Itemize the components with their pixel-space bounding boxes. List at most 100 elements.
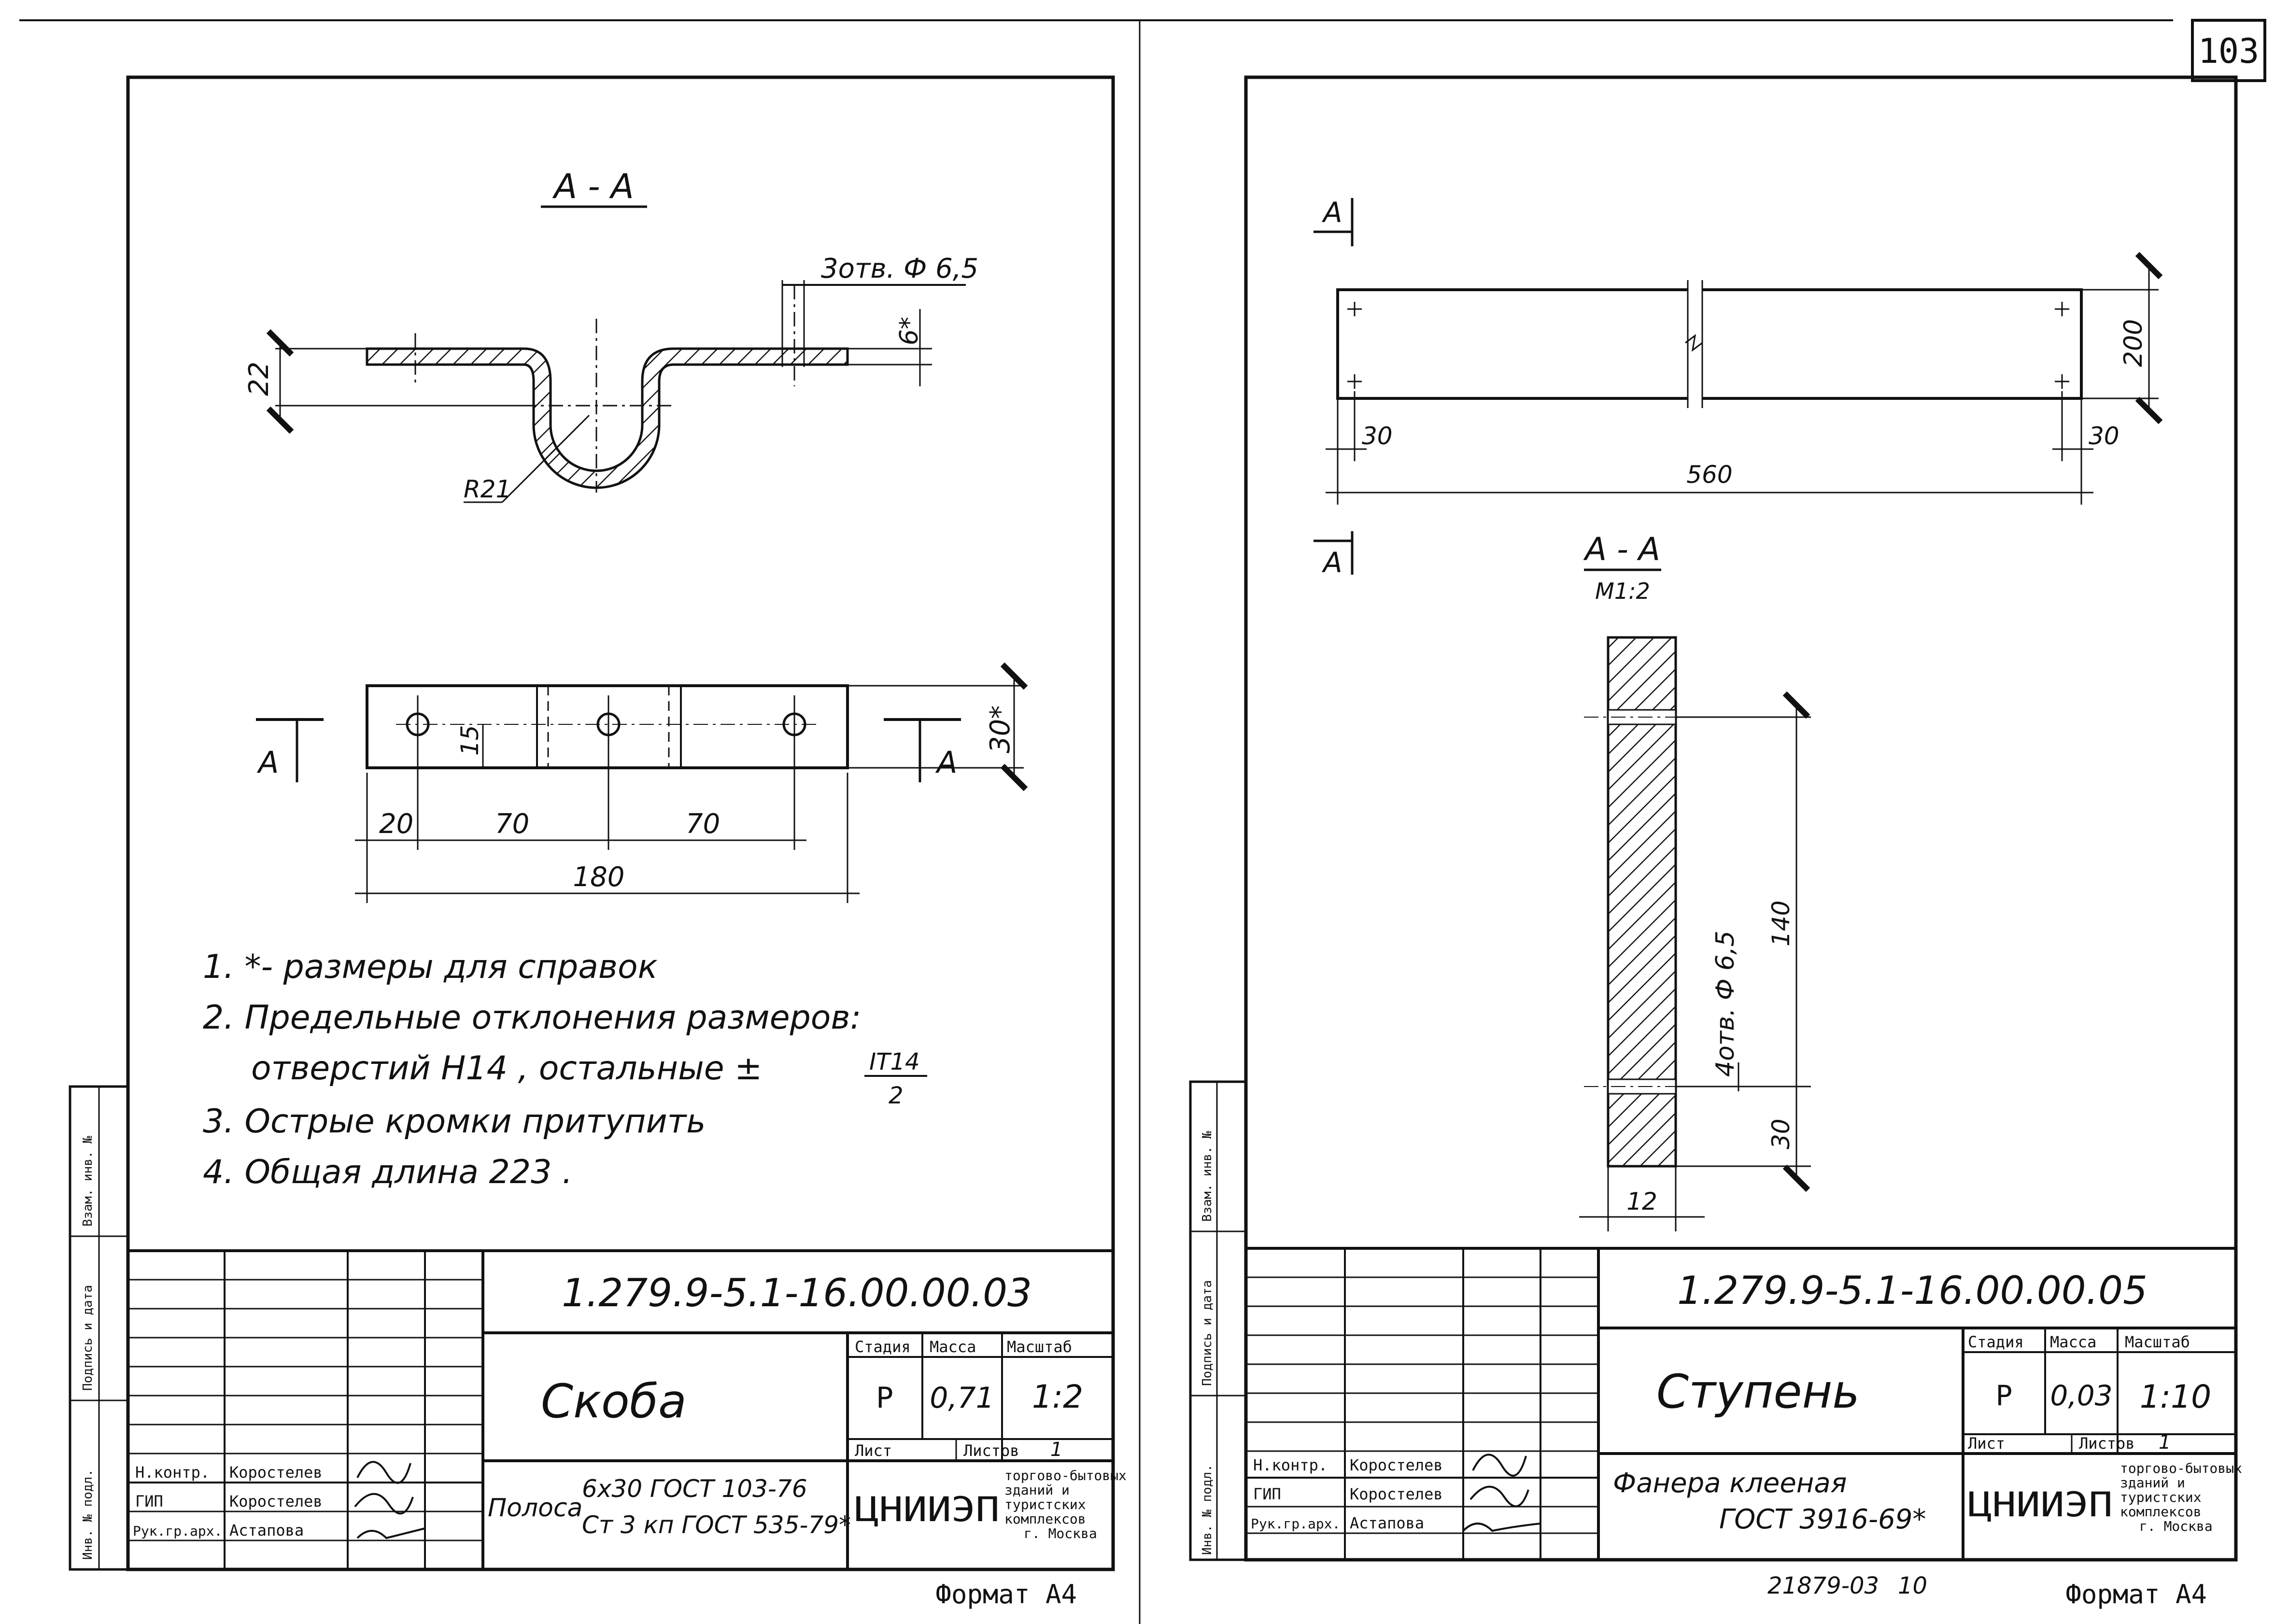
svg-text:Н.контр.: Н.контр. bbox=[1253, 1456, 1328, 1474]
svg-text:IT14: IT14 bbox=[869, 1048, 920, 1075]
step-section bbox=[1584, 636, 1700, 1168]
dim-140: 140 bbox=[1767, 901, 1795, 946]
svg-text:г. Москва: г. Москва bbox=[2139, 1518, 2213, 1534]
svg-text:Листов: Листов bbox=[963, 1441, 1019, 1460]
svg-text:2: 2 bbox=[889, 1082, 904, 1109]
svg-text:103: 103 bbox=[2198, 31, 2259, 71]
holes-note-right: 4отв. Ф 6,5 bbox=[1711, 931, 1740, 1077]
svg-text:Взам. инв. №: Взам. инв. № bbox=[81, 1136, 95, 1227]
archive-sheet: 10 bbox=[1898, 1572, 1927, 1599]
svg-text:Астапова: Астапова bbox=[1350, 1514, 1424, 1532]
dim-30: 30* bbox=[985, 706, 1016, 753]
dim-560: 560 bbox=[1686, 461, 1732, 489]
svg-text:туристских: туристских bbox=[1004, 1497, 1086, 1512]
part-name-right: Ступень bbox=[1656, 1365, 1860, 1419]
dim-12: 12 bbox=[1626, 1187, 1657, 1215]
dim-30a: 30 bbox=[1362, 422, 1393, 450]
part-name: Скоба bbox=[541, 1374, 687, 1428]
svg-text:Полоса: Полоса bbox=[488, 1494, 582, 1523]
notes: 1. *- размеры для справок 2. Предельные … bbox=[203, 948, 927, 1191]
svg-text:Масса: Масса bbox=[2050, 1333, 2096, 1351]
svg-text:Инв. № подл.: Инв. № подл. bbox=[1200, 1464, 1215, 1555]
cut-mark-top: А bbox=[1321, 196, 1342, 229]
format: Формат А4 bbox=[935, 1579, 1077, 1610]
svg-text:2. Предельные отклонения разме: 2. Предельные отклонения размеров: bbox=[203, 999, 861, 1037]
left-sheet: Взам. инв. № Подпись и дата Инв. № подл.… bbox=[69, 75, 1127, 1610]
holes-note: 3отв. Ф 6,5 bbox=[821, 253, 978, 284]
svg-text:Рук.гр.арх.: Рук.гр.арх. bbox=[1251, 1516, 1340, 1532]
svg-text:ГОСТ 3916-69*: ГОСТ 3916-69* bbox=[1719, 1504, 1926, 1535]
svg-text:3. Острые кромки притупить: 3. Острые кромки притупить bbox=[203, 1102, 706, 1141]
dim-6: 6* bbox=[895, 317, 924, 345]
dim-70a: 70 bbox=[495, 808, 529, 840]
dim-15: 15 bbox=[456, 725, 484, 756]
side-strip-right: Взам. инв. № Подпись и дата Инв. № подл. bbox=[1189, 1080, 1247, 1561]
svg-text:Инв. № подл.: Инв. № подл. bbox=[81, 1469, 95, 1560]
svg-text:Лист: Лист bbox=[1968, 1434, 2005, 1453]
mass: 0,71 bbox=[930, 1381, 994, 1415]
cut-mark-left: А bbox=[256, 745, 279, 780]
svg-text:Стадия: Стадия bbox=[855, 1338, 911, 1356]
svg-text:Фанера клееная: Фанера клееная bbox=[1613, 1468, 1847, 1499]
svg-text:комплексов: комплексов bbox=[2120, 1504, 2202, 1520]
step-plan bbox=[1336, 280, 2083, 408]
svg-text:ЦНИИЭП: ЦНИИЭП bbox=[1968, 1485, 2113, 1525]
svg-text:г. Москва: г. Москва bbox=[1024, 1525, 1097, 1541]
svg-text:Коростелев: Коростелев bbox=[229, 1463, 323, 1482]
svg-text:Рук.гр.арх.: Рук.гр.арх. bbox=[133, 1523, 222, 1539]
svg-text:Взам. инв. №: Взам. инв. № bbox=[1200, 1131, 1215, 1222]
svg-text:Стадия: Стадия bbox=[1968, 1333, 2024, 1351]
dim-180: 180 bbox=[573, 861, 625, 893]
side-strip-left: Взам. инв. № Подпись и дата Инв. № подл. bbox=[69, 1085, 129, 1571]
svg-text:ГИП: ГИП bbox=[135, 1492, 163, 1511]
svg-text:Коростелев: Коростелев bbox=[1350, 1456, 1443, 1474]
svg-text:4. Общая длина 223 .: 4. Общая длина 223 . bbox=[203, 1153, 573, 1191]
svg-text:6х30 ГОСТ 103-76: 6х30 ГОСТ 103-76 bbox=[582, 1475, 807, 1503]
dim-70b: 70 bbox=[686, 808, 720, 840]
svg-text:1: 1 bbox=[2159, 1431, 2171, 1454]
svg-text:Подпись и дата: Подпись и дата bbox=[81, 1285, 95, 1391]
format-right: Формат А4 bbox=[2065, 1579, 2207, 1610]
cut-mark-right: А bbox=[935, 745, 957, 780]
svg-text:торгово-бытовых: торгово-бытовых bbox=[2120, 1460, 2242, 1476]
svg-text:туристских: туристских bbox=[2120, 1489, 2202, 1505]
svg-text:зданий и: зданий и bbox=[1004, 1482, 1070, 1498]
scale-right: 1:10 bbox=[2140, 1378, 2211, 1415]
svg-text:Листов: Листов bbox=[2079, 1434, 2135, 1453]
section-label-right: А - А bbox=[1583, 531, 1660, 568]
mass-right: 0,03 bbox=[2050, 1379, 2112, 1412]
svg-text:Астапова: Астапова bbox=[229, 1521, 304, 1539]
svg-text:Подпись и дата: Подпись и дата bbox=[1200, 1280, 1215, 1386]
dim-20: 20 bbox=[379, 808, 413, 840]
svg-text:Лист: Лист bbox=[855, 1441, 892, 1460]
svg-text:Масштаб: Масштаб bbox=[2125, 1333, 2190, 1351]
scale: 1:2 bbox=[1032, 1378, 1083, 1415]
stage-right: Р bbox=[1996, 1379, 2013, 1412]
svg-text:Коростелев: Коростелев bbox=[229, 1492, 323, 1511]
svg-text:зданий и: зданий и bbox=[2120, 1475, 2185, 1491]
archive-number: 21879-03 bbox=[1767, 1572, 1879, 1599]
cut-mark-bottom: А bbox=[1321, 546, 1342, 579]
svg-text:Коростелев: Коростелев bbox=[1350, 1485, 1443, 1503]
svg-text:ГИП: ГИП bbox=[1253, 1485, 1281, 1503]
bracket-profile bbox=[366, 285, 849, 493]
dim-30c: 30 bbox=[1767, 1118, 1795, 1149]
section-scale: М1:2 bbox=[1595, 578, 1650, 604]
svg-text:отверстий Н14 , остальные ±: отверстий Н14 , остальные ± bbox=[251, 1049, 762, 1087]
svg-text:комплексов: комплексов bbox=[1004, 1511, 1086, 1527]
dim-22: 22 bbox=[243, 362, 275, 396]
radius-label: R21 bbox=[464, 475, 511, 503]
title-block-right: 1.279.9-5.1-16.00.00.05 Ступень Стадия М… bbox=[1244, 1247, 2242, 1561]
svg-text:Масштаб: Масштаб bbox=[1007, 1338, 1072, 1356]
stage: Р bbox=[876, 1381, 893, 1415]
page-number: 103 bbox=[2191, 19, 2266, 82]
title-block-left: 1.279.9-5.1-16.00.00.03 Скоба Стадия Мас… bbox=[127, 1249, 1127, 1571]
code-right: 1.279.9-5.1-16.00.00.05 bbox=[1677, 1268, 2148, 1313]
svg-text:Ст 3 кп ГОСТ 535-79*: Ст 3 кп ГОСТ 535-79* bbox=[582, 1511, 851, 1539]
right-sheet: Взам. инв. № Подпись и дата Инв. № подл.… bbox=[1189, 75, 2242, 1610]
code: 1.279.9-5.1-16.00.00.03 bbox=[562, 1271, 1032, 1315]
svg-text:торгово-бытовых: торгово-бытовых bbox=[1004, 1468, 1127, 1483]
svg-text:ЦНИИЭП: ЦНИИЭП bbox=[855, 1490, 1000, 1529]
svg-text:Масса: Масса bbox=[930, 1338, 976, 1356]
dim-30b: 30 bbox=[2089, 422, 2119, 450]
